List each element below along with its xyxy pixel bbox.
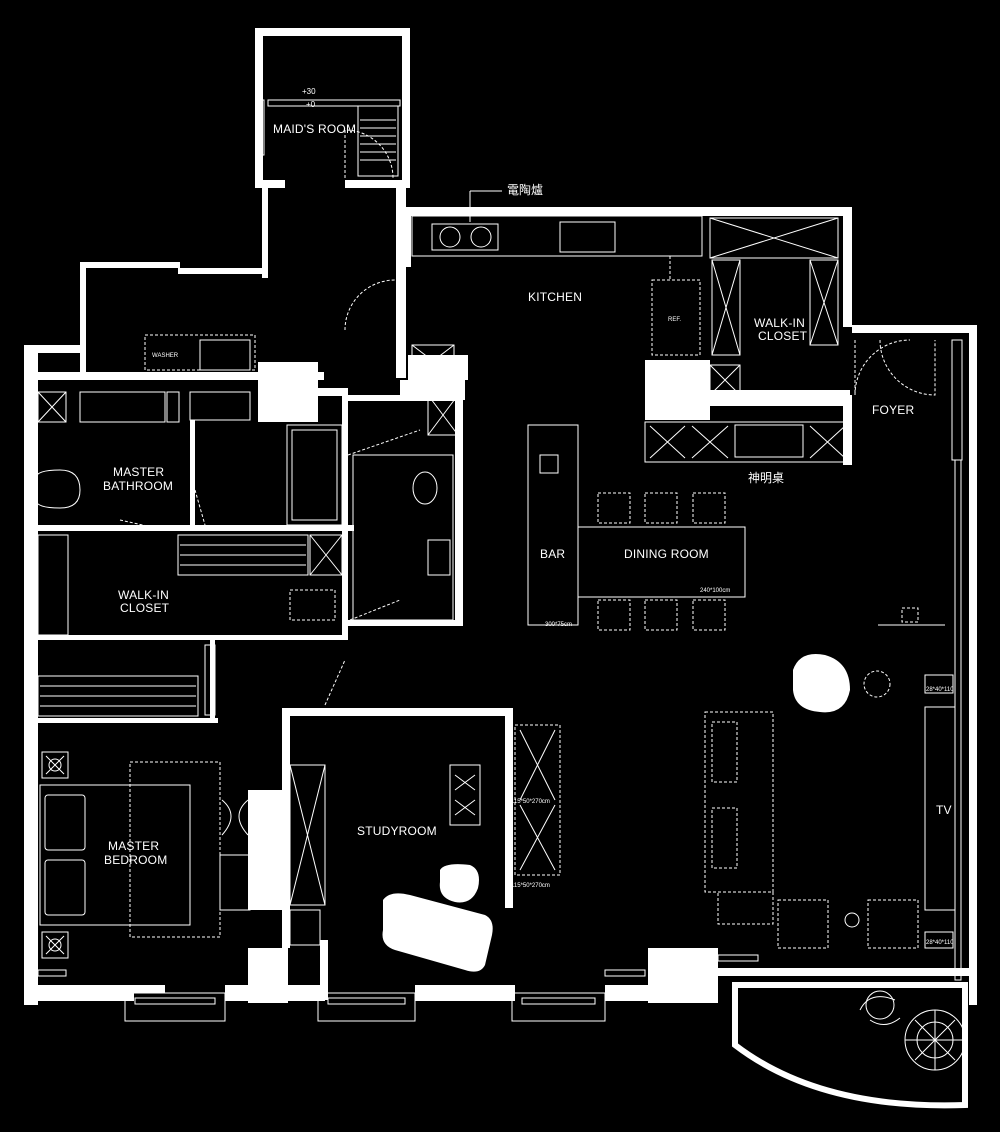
level-upper-label: +30 xyxy=(302,87,316,96)
bar-label: BAR xyxy=(540,547,565,561)
cabinet-size-2: 115*50*270cm xyxy=(511,883,550,889)
maids-room-label: MAID'S ROOM xyxy=(273,122,356,136)
kitchen-label: KITCHEN xyxy=(528,290,582,304)
master-bedroom-line2: BEDROOM xyxy=(104,853,167,867)
dining-room-label: DINING ROOM xyxy=(624,547,709,561)
stove-burner xyxy=(470,226,492,248)
bar-size-label: 300*75cm xyxy=(545,622,572,628)
room-labels: +30 +0 MAID'S ROOM 電陶爐 KITCHEN REF. WALK… xyxy=(103,87,954,946)
windows xyxy=(25,99,963,1022)
furniture xyxy=(35,99,966,1071)
master-bathroom-line2: BATHROOM xyxy=(103,479,173,493)
level-lower-label: +0 xyxy=(306,100,316,109)
walkin-closet-left-line2: CLOSET xyxy=(120,601,170,615)
cabinet-size-1: 115*50*270cm xyxy=(511,799,550,805)
ceramic-stove-label: 電陶爐 xyxy=(507,182,543,197)
walkin-closet-left-line1: WALK-IN xyxy=(118,588,169,602)
stove-burner xyxy=(439,226,461,248)
tv-label: TV xyxy=(936,803,952,817)
ref-label: REF. xyxy=(668,317,681,323)
foyer-label: FOYER xyxy=(872,403,914,417)
master-bathroom-line1: MASTER xyxy=(113,465,164,479)
master-bedroom-line1: MASTER xyxy=(108,839,159,853)
doors xyxy=(119,129,936,706)
tv-cabinet-top-size: 28*40*110 xyxy=(926,687,954,693)
walkin-closet-top-line1: WALK-IN xyxy=(754,316,805,330)
dining-size-label: 240*100cm xyxy=(700,588,730,594)
washer-label: WASHER xyxy=(152,353,179,359)
tv-cabinet-bottom-size: 28*40*110 xyxy=(926,940,954,946)
altar-table-label: 神明桌 xyxy=(748,471,784,485)
studyroom-label: STUDYROOM xyxy=(357,824,437,838)
walls xyxy=(24,28,977,1109)
walkin-closet-top-line2: CLOSET xyxy=(758,329,808,343)
